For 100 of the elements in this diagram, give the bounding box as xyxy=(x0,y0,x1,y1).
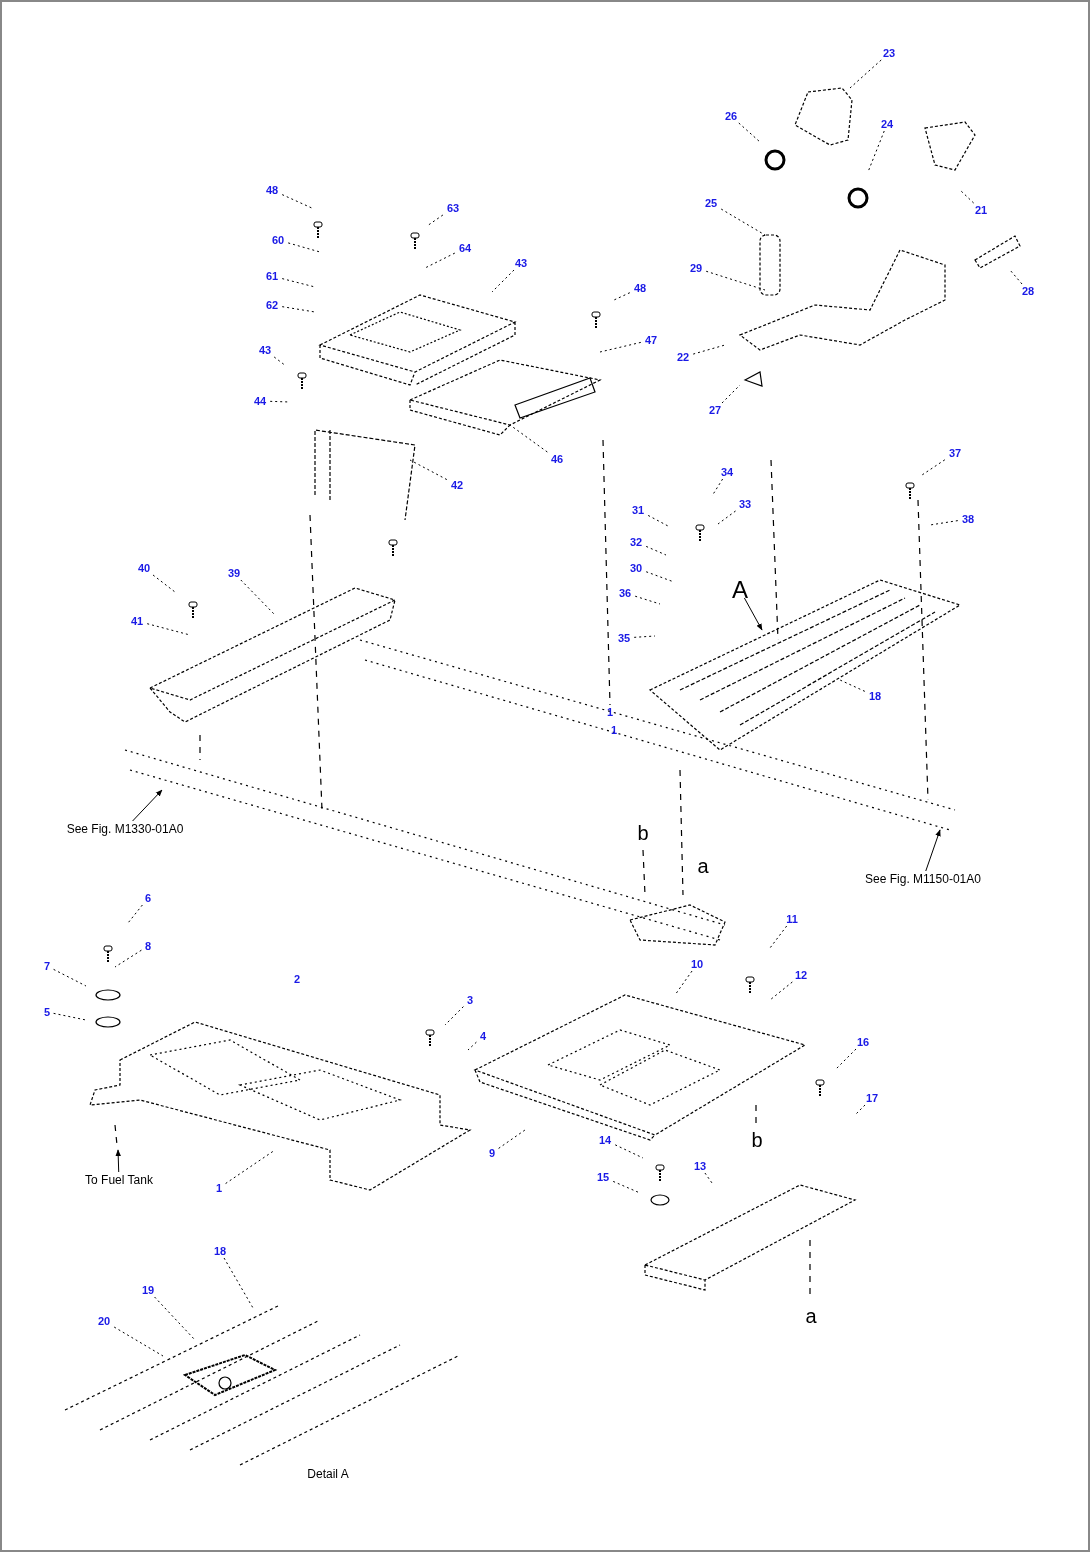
callout-number: 62 xyxy=(265,299,279,311)
leader-line xyxy=(705,270,766,291)
view-letter: A xyxy=(732,578,748,602)
leader-line xyxy=(154,1296,196,1341)
leader-line xyxy=(53,1012,87,1021)
callout-number: 27 xyxy=(708,404,722,416)
callout-number: 37 xyxy=(948,447,962,459)
reference-note: See Fig. M1330-01A0 xyxy=(66,823,184,835)
callout-number: 43 xyxy=(514,257,528,269)
leader-line xyxy=(409,459,448,481)
leader-line xyxy=(634,595,661,605)
callout-number: 34 xyxy=(720,466,734,478)
leader-line xyxy=(612,1180,641,1194)
callout-number: 42 xyxy=(450,479,464,491)
leader-line xyxy=(152,574,176,593)
callout-number: 13 xyxy=(693,1160,707,1172)
callout-number: 36 xyxy=(618,587,632,599)
leader-line xyxy=(692,344,726,355)
leader-line xyxy=(599,341,642,353)
callout-number: 33 xyxy=(738,498,752,510)
leader-line xyxy=(769,925,788,949)
leader-line xyxy=(849,59,882,89)
leader-line xyxy=(720,208,766,236)
callout-number: 19 xyxy=(141,1284,155,1296)
reference-note: See Fig. M1150-01A0 xyxy=(865,873,981,885)
leader-line xyxy=(769,981,793,1001)
leader-line xyxy=(721,384,741,404)
callout-number: 38 xyxy=(961,513,975,525)
leader-line xyxy=(240,579,276,616)
callout-number: 35 xyxy=(617,632,631,644)
pointer-arrow xyxy=(115,1149,121,1173)
callout-number: 41 xyxy=(130,615,144,627)
callout-number: 25 xyxy=(704,197,718,209)
callout-number: 9 xyxy=(488,1147,496,1159)
callout-number: 26 xyxy=(724,110,738,122)
callout-number: 6 xyxy=(144,892,152,904)
pointer-arrow xyxy=(743,597,763,631)
leader-line xyxy=(281,278,316,288)
leader-line xyxy=(959,189,975,204)
leader-line xyxy=(509,424,548,453)
leader-line xyxy=(114,949,142,968)
leader-line xyxy=(613,292,631,301)
callout-number: 40 xyxy=(137,562,151,574)
callout-number: 61 xyxy=(265,270,279,282)
callout-number: 16 xyxy=(856,1036,870,1048)
leader-line xyxy=(854,1104,866,1116)
callout-number: 47 xyxy=(644,334,658,346)
leader-line xyxy=(424,252,456,269)
leader-line xyxy=(467,1041,477,1051)
callout-number: 22 xyxy=(676,351,690,363)
connection-letter: a xyxy=(697,856,709,876)
callout-number: 18 xyxy=(868,690,882,702)
leader-line xyxy=(645,571,675,583)
callout-number: 4 xyxy=(479,1030,487,1042)
leader-line xyxy=(839,679,866,692)
callout-number: 31 xyxy=(631,504,645,516)
callout-number: 30 xyxy=(629,562,643,574)
callout-number: 39 xyxy=(227,567,241,579)
connection-letter: b xyxy=(751,1130,763,1150)
leader-line xyxy=(717,510,737,525)
leader-line xyxy=(645,545,667,556)
callout-number: 48 xyxy=(633,282,647,294)
leader-line xyxy=(444,1006,464,1026)
callout-number: 5 xyxy=(43,1006,51,1018)
connection-letter: b xyxy=(637,823,649,843)
callout-number: 8 xyxy=(144,940,152,952)
leader-line xyxy=(146,623,191,636)
callout-number: 21 xyxy=(974,204,988,216)
callout-number: 32 xyxy=(629,536,643,548)
reference-note: To Fuel Tank xyxy=(85,1174,153,1186)
pointer-arrow xyxy=(132,789,163,822)
leader-line xyxy=(223,1257,254,1309)
callout-number: 44 xyxy=(253,395,267,407)
leader-line xyxy=(287,242,321,253)
leader-line xyxy=(1009,269,1023,285)
callout-number: 15 xyxy=(596,1171,610,1183)
callout-number: 60 xyxy=(271,234,285,246)
leader-line xyxy=(127,904,143,924)
leader-line xyxy=(647,514,669,527)
callout-number: 63 xyxy=(446,202,460,214)
callout-number: 1 xyxy=(610,724,618,736)
leader-line xyxy=(704,1172,713,1184)
leader-line xyxy=(498,1129,526,1149)
callout-number: 12 xyxy=(794,969,808,981)
callout-number: 48 xyxy=(265,184,279,196)
callout-number: 7 xyxy=(43,960,51,972)
callout-number: 1 xyxy=(215,1182,223,1194)
leader-line xyxy=(225,1149,276,1184)
callout-number: 43 xyxy=(258,344,272,356)
leader-line xyxy=(633,635,656,638)
leader-line xyxy=(834,1048,857,1071)
leader-line xyxy=(426,214,444,227)
leader-line xyxy=(614,1144,644,1159)
connection-letter: a xyxy=(805,1306,817,1326)
callout-number: 10 xyxy=(690,958,704,970)
callout-number: 24 xyxy=(880,118,894,130)
callout-number: 14 xyxy=(598,1134,612,1146)
leader-line xyxy=(491,269,515,293)
callout-number: 3 xyxy=(466,994,474,1006)
callout-number: 18 xyxy=(213,1245,227,1257)
